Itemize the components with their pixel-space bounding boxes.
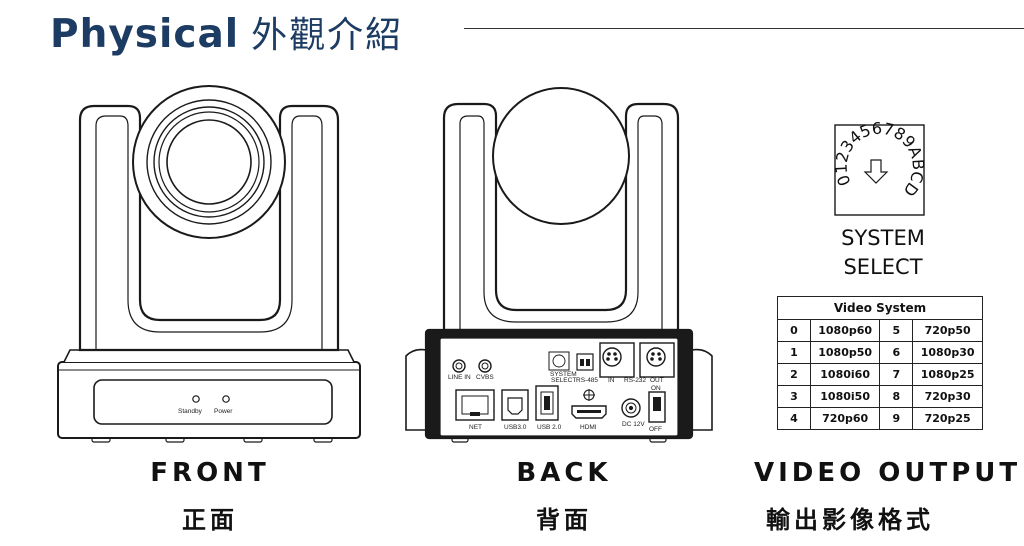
rs485-label: RS-485 <box>576 377 598 384</box>
arrow-down-icon <box>863 159 889 184</box>
front-label-chinese: 正面 <box>182 506 238 534</box>
table-cell: 7 <box>879 363 914 386</box>
table-cell: 1080p30 <box>912 341 983 364</box>
switch-off-label: OFF <box>649 426 662 433</box>
table-row: 2 1080i60 7 1080p25 <box>777 363 983 386</box>
standby-led-icon <box>192 395 200 403</box>
power-label: Power <box>214 408 233 415</box>
usb3-label: USB3.0 <box>504 424 527 431</box>
rs232-in-label: IN <box>608 377 615 384</box>
title-english: Physical <box>50 12 240 57</box>
table-cell: 1080p25 <box>912 363 983 386</box>
header-divider <box>464 28 1024 29</box>
system-select-label-2: SELECT <box>551 377 576 384</box>
front-camera-drawing <box>57 85 361 443</box>
rs232-label: RS-232 <box>624 377 646 384</box>
video-output-label: VIDEO OUTPUT <box>754 458 1022 488</box>
table-cell: 1080i50 <box>809 385 881 408</box>
table-cell: 720p30 <box>912 385 983 408</box>
cvbs-label: CVBS <box>476 374 494 381</box>
table-header-row: Video System <box>777 296 983 320</box>
table-cell: 1080p50 <box>809 341 881 364</box>
page-title: Physical 外觀介紹 <box>50 6 403 57</box>
video-output-label-chinese: 輸出影像格式 <box>766 506 934 534</box>
table-cell: 1 <box>777 341 811 364</box>
system-select-caption-line1: SYSTEM <box>841 226 925 250</box>
back-label: BACK <box>516 458 612 488</box>
table-row: 0 1080p60 5 720p50 <box>777 319 983 342</box>
title-chinese: 外觀介紹 <box>251 15 404 56</box>
table-cell: 1080i60 <box>809 363 881 386</box>
standby-label: Standby <box>178 408 203 415</box>
usb2-port-icon <box>535 385 559 421</box>
net-label: NET <box>469 424 482 431</box>
line-in-label: LINE IN <box>448 374 471 381</box>
table-cell: 3 <box>777 385 811 408</box>
video-system-header: Video System <box>777 296 983 320</box>
table-row: 3 1080i50 8 720p30 <box>777 385 983 408</box>
table-cell: 720p25 <box>912 407 983 430</box>
table-cell: 9 <box>879 407 914 430</box>
hdmi-port-icon <box>571 405 607 419</box>
front-label: FRONT <box>150 458 270 488</box>
system-select-caption-line2: SELECT <box>843 255 923 279</box>
back-label-chinese: 背面 <box>536 506 592 534</box>
table-cell: 0 <box>777 319 811 342</box>
system-select-switch-icon <box>548 351 570 371</box>
net-port-icon <box>455 389 495 421</box>
table-cell: 1080p60 <box>809 319 881 342</box>
table-cell: 4 <box>777 407 811 430</box>
power-switch-icon <box>648 391 666 423</box>
table-cell: 5 <box>879 319 914 342</box>
table-cell: 720p50 <box>912 319 983 342</box>
dc-power-port-icon <box>621 398 641 418</box>
table-row: 1 1080p50 6 1080p30 <box>777 341 983 364</box>
table-cell: 8 <box>879 385 914 408</box>
dc12v-label: DC 12V <box>622 421 645 428</box>
table-cell: 720p60 <box>809 407 881 430</box>
video-system-table: Video System 0 1080p60 5 720p50 1 1080p5… <box>777 296 983 430</box>
table-row: 4 720p60 9 720p25 <box>777 407 983 430</box>
table-cell: 6 <box>879 341 914 364</box>
back-camera-drawing <box>405 87 713 443</box>
rs232-out-label: OUT <box>650 377 664 384</box>
usb3-port-icon <box>501 389 529 421</box>
power-led-icon <box>222 395 230 403</box>
switch-on-label: ON <box>651 385 661 392</box>
hdmi-label: HDMI <box>580 424 597 431</box>
table-cell: 2 <box>777 363 811 386</box>
usb2-label: USB 2.0 <box>537 424 562 431</box>
system-select-label-1: SYSTEM <box>550 371 577 378</box>
system-select-caption: SYSTEM SELECT <box>790 224 976 282</box>
